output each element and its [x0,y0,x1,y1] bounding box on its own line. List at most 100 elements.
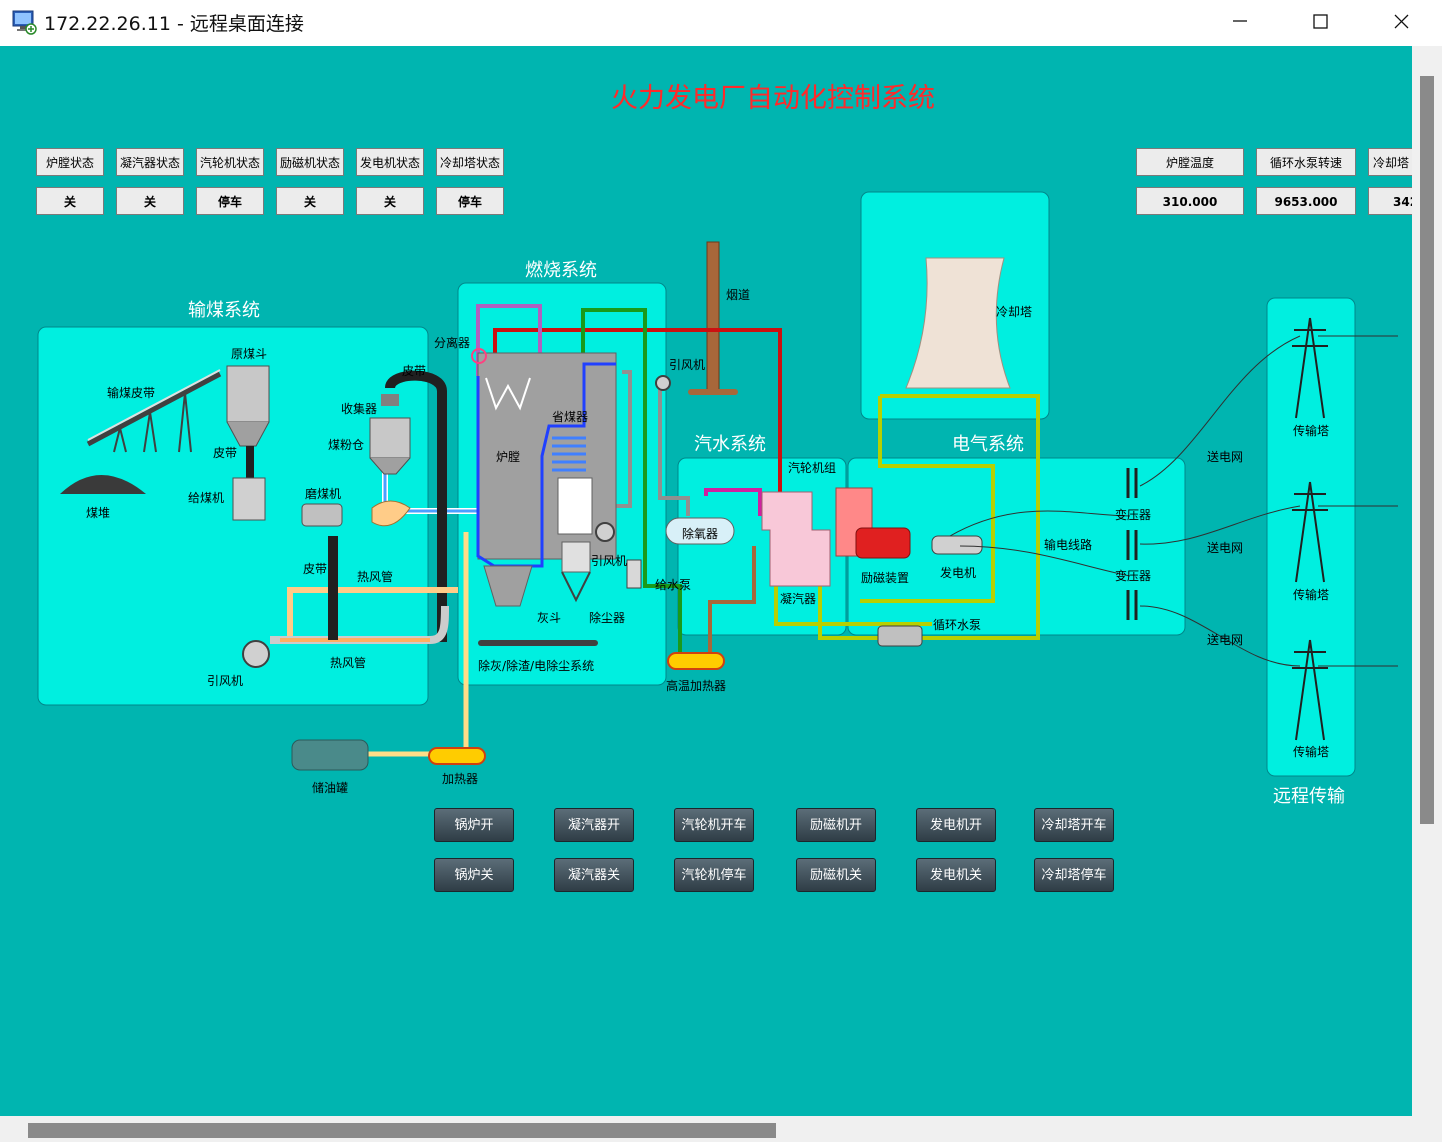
collector-label: 收集器 [341,402,378,416]
hot-pipe2-label: 热风管 [330,656,367,670]
grid3-label: 送电网 [1207,633,1244,647]
boiler-status-value: 关 [36,187,104,215]
cooling-water-pipe [818,394,1040,640]
coal-conveyor-shape [86,371,222,447]
grid1-label: 送电网 [1207,450,1244,464]
cooling-tower-status-value: 停车 [436,187,504,215]
belt-conveyor-2 [385,370,447,642]
tower2-label: 传输塔 [1293,588,1330,602]
heater-label: 加热器 [442,772,479,786]
remote-transmission-panel [1266,297,1356,777]
furnace-label: 炉膛 [496,450,521,464]
dust-collector-shape [561,541,591,573]
hmi-canvas: 火力发电厂自动化控制系统 炉膛状态 凝汽器状态 汽轮机状态 励磁机状态 发电机状… [0,46,1412,1116]
generator-off-button[interactable]: 发电机关 [916,858,996,892]
main-title: 火力发电厂自动化控制系统 [611,83,935,114]
maximize-button[interactable] [1280,0,1360,45]
condenser-off-button[interactable]: 凝汽器关 [554,858,634,892]
mill-shape [301,503,343,527]
minimize-button[interactable] [1200,0,1280,45]
ash-label: 灰斗 [537,611,562,625]
circ-pump-shape [877,625,923,647]
coal-system-title: 输煤系统 [188,300,260,321]
cooling-tower-reading-label: 冷却塔 [1368,148,1412,176]
transformer-shapes [1126,468,1138,620]
cooling-tower-start-button[interactable]: 冷却塔开车 [1034,808,1114,842]
tower3-label: 传输塔 [1293,745,1330,759]
furnace-temp-label: 炉膛温度 [1136,148,1244,176]
boiler-status-button[interactable]: 炉膛状态 [36,148,104,176]
process-diagram [37,191,1398,777]
hp-heater-label: 高温加热器 [666,679,727,693]
condenser-on-button[interactable]: 凝汽器开 [554,808,634,842]
oil-tank-label: 储油罐 [312,781,349,795]
fan1-label: 引风机 [207,674,244,688]
combustion-system-title: 燃烧系统 [525,260,597,281]
boiler-off-button[interactable]: 锅炉关 [434,858,514,892]
chimney-label: 烟道 [726,288,751,302]
conveyor-label: 输煤皮带 [107,386,156,400]
exciter-label: 励磁装置 [861,571,910,585]
vertical-scroll-thumb[interactable] [1420,76,1434,824]
close-button[interactable] [1360,0,1440,45]
turbine-shape [761,491,831,587]
generator-status-value: 关 [356,187,424,215]
exciter-status-button[interactable]: 励磁机状态 [276,148,344,176]
heater-shape [428,747,486,765]
turbine-start-button[interactable]: 汽轮机开车 [674,808,754,842]
generator-label: 发电机 [940,566,977,580]
belt1-label: 皮带 [213,446,238,460]
feeder-shape [232,477,266,521]
exciter-on-button[interactable]: 励磁机开 [796,808,876,842]
cooling-tower-status-button[interactable]: 冷却塔状态 [436,148,504,176]
exciter-off-button[interactable]: 励磁机关 [796,858,876,892]
hp-heater-shape [667,652,725,670]
boiler-on-button[interactable]: 锅炉开 [434,808,514,842]
oil-tank-shape [291,739,369,771]
induced-fan-shape [242,640,270,668]
grid2-label: 送电网 [1207,541,1244,555]
condenser-status-button[interactable]: 凝汽器状态 [116,148,184,176]
feed-pump-shape [626,559,642,589]
separator-label: 分离器 [434,336,471,350]
condenser-label: 凝汽器 [780,592,817,606]
exciter-shape [855,527,911,559]
tower-1-shape [1292,317,1328,419]
remote-desktop-icon [12,10,37,35]
chimney-shape [706,241,720,395]
generator-status-button[interactable]: 发电机状态 [356,148,424,176]
electric-system-title: 电气系统 [952,434,1024,455]
turbine-status-value: 停车 [196,187,264,215]
deaerator-shape [665,517,735,545]
vertical-scrollbar[interactable] [1412,46,1442,1116]
economizer-shape [552,436,586,472]
feedwater-pipe [581,308,682,666]
turbine-status-button[interactable]: 汽轮机状态 [196,148,264,176]
ash-hopper-shape [483,565,533,607]
raw-hopper-label: 原煤斗 [231,347,268,361]
cooling-tower-label: 冷却塔 [996,305,1033,319]
turbine-stop-button[interactable]: 汽轮机停车 [674,858,754,892]
coal-pile-shape [60,475,146,494]
close-icon [1394,14,1409,29]
belt2-label: 皮带 [402,364,427,378]
cooling-tower-stop-button[interactable]: 冷却塔停车 [1034,858,1114,892]
ash-system-label: 除灰/除渣/电除尘系统 [478,659,595,673]
generator-on-button[interactable]: 发电机开 [916,808,996,842]
generator-shape [931,535,983,555]
horizontal-scroll-thumb[interactable] [28,1123,776,1138]
steam-system-title: 汽水系统 [694,434,766,455]
pump-speed-label: 循环水泵转速 [1256,148,1356,176]
horizontal-scrollbar[interactable] [0,1116,1442,1142]
cooling-tower-shape [905,257,1011,389]
tower-2-shape [1292,481,1328,583]
circ-pump-label: 循环水泵 [933,618,982,632]
tower-3-shape [1292,639,1328,741]
powder-bin-label: 煤粉仓 [328,438,365,452]
maximize-icon [1313,14,1328,29]
deaerator-label: 除氧器 [682,527,719,541]
cooling-tower-reading-value: 342 [1368,187,1412,215]
belt3-label: 皮带 [303,562,328,576]
window-titlebar: 172.22.26.11 - 远程桌面连接 [0,0,1442,45]
condenser-status-value: 关 [116,187,184,215]
